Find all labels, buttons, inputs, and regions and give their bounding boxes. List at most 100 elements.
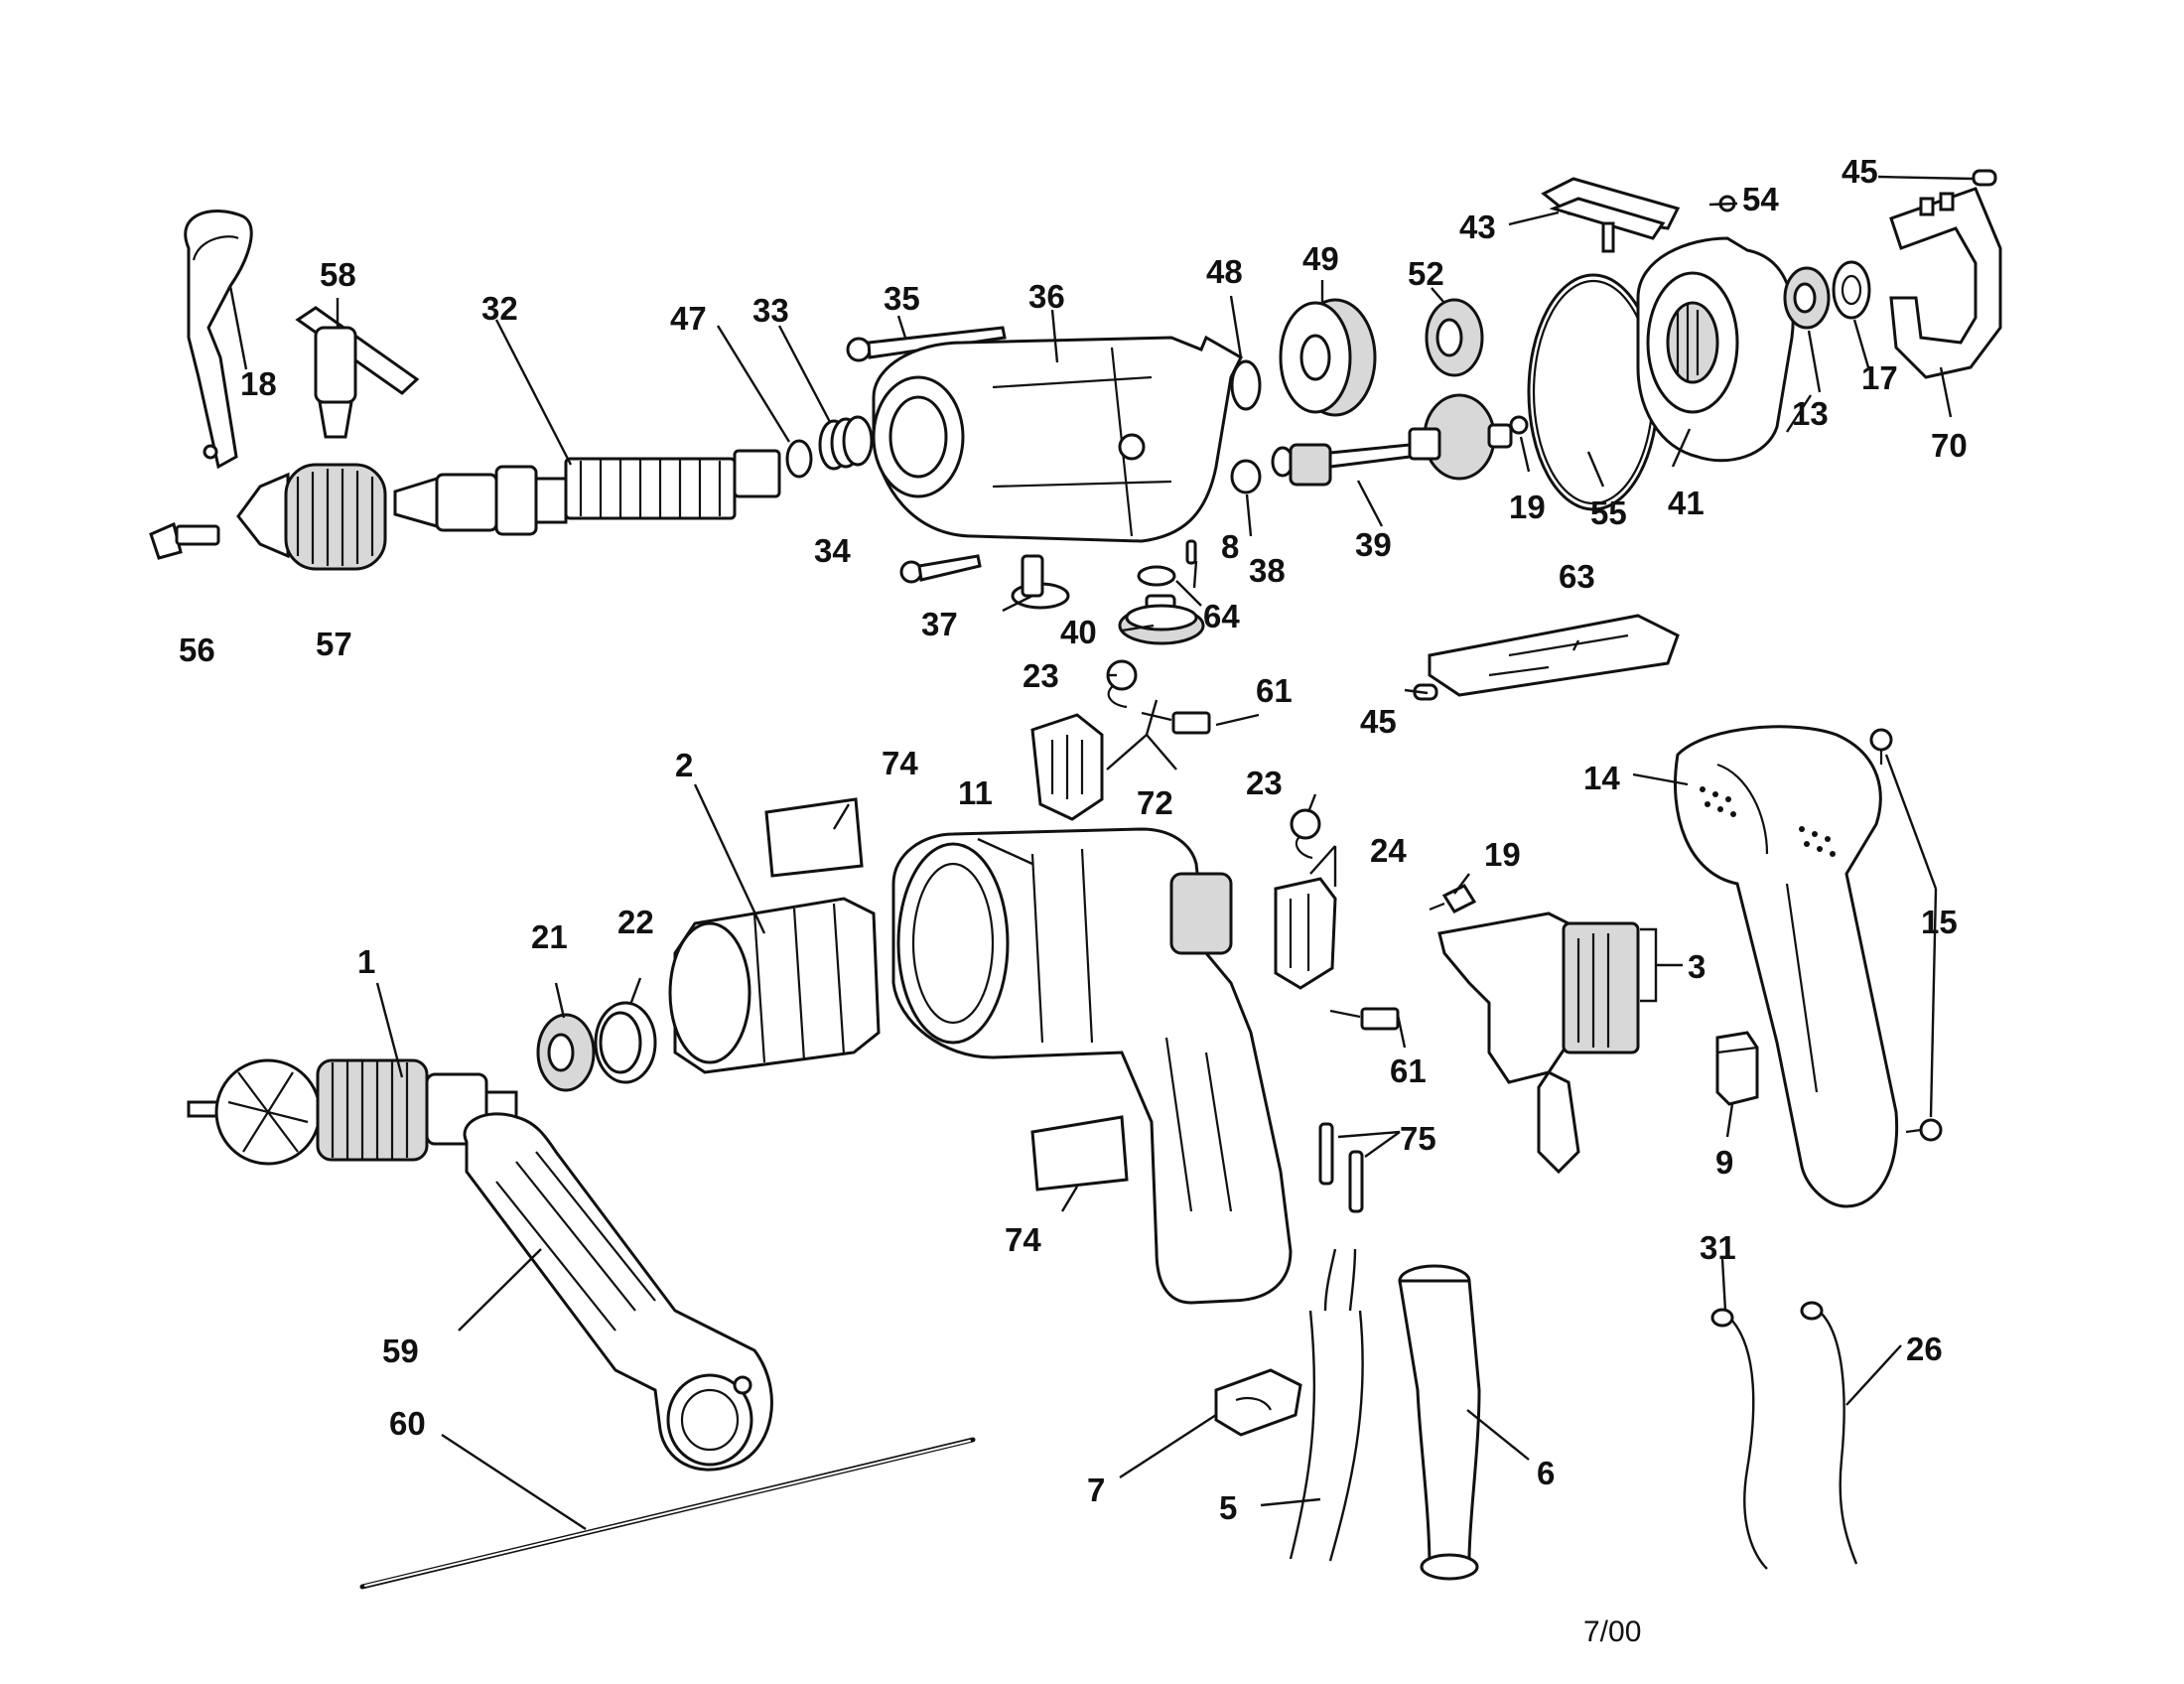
part-74-insulator (1030, 1115, 1129, 1192)
part-43-clip (1541, 177, 1681, 253)
label-26: 26 (1906, 1331, 1943, 1367)
label-45-middle: 45 (1360, 703, 1397, 740)
label-1: 1 (357, 943, 375, 980)
part-3-switch (1437, 912, 1640, 1175)
label-47: 47 (670, 300, 707, 337)
part-64-bracket (1889, 187, 2002, 379)
part-60-depth-rod-inner (364, 1440, 971, 1587)
part-39-intermediate-shaft (1271, 393, 1513, 487)
part-13-bearing (1783, 266, 1831, 330)
part-35-screw (846, 326, 1007, 362)
part-61-brush-lower (1329, 1007, 1400, 1031)
part-2-field (668, 897, 881, 1074)
part-52-bearing (1425, 298, 1484, 377)
label-2: 2 (675, 747, 693, 783)
part-73-insulator (764, 797, 864, 878)
label-73: 74 (882, 745, 918, 781)
label-61-lower: 61 (1390, 1052, 1427, 1089)
label-64: 70 (1931, 427, 1968, 464)
label-75: 75 (1400, 1120, 1436, 1157)
label-59: 59 (382, 1333, 419, 1369)
label-5: 5 (1219, 1489, 1237, 1526)
part-5-cord (1289, 1248, 1364, 1562)
part-17-washer-hole (1841, 274, 1862, 306)
part-33-spring (818, 415, 874, 471)
label-43: 43 (1459, 209, 1496, 245)
label-34: 34 (814, 532, 851, 569)
part-38-washer (1230, 459, 1262, 494)
part-45-brush-top (1972, 169, 1997, 187)
part-75-terminals (1318, 1122, 1364, 1213)
part-8-pin (1185, 539, 1197, 565)
part-23-brush-spring-upper (1106, 659, 1138, 709)
label-9: 9 (1715, 1144, 1733, 1181)
part-7-cord-clamp (1214, 1368, 1302, 1437)
label-37: 37 (921, 606, 958, 642)
label-57: 57 (316, 626, 352, 662)
date-code: 7/00 (1583, 1615, 1641, 1648)
label-49: 49 (1302, 240, 1339, 277)
part-21-bearing (536, 1013, 596, 1092)
label-31: 31 (1700, 1229, 1736, 1266)
label-74: 74 (1005, 1221, 1041, 1258)
label-63: 63 (1559, 558, 1595, 595)
part-23-brush-spring-lower (1290, 808, 1321, 860)
label-45-top: 45 (1842, 153, 1878, 190)
label-13: 13 (1792, 395, 1829, 432)
label-24: 24 (1370, 832, 1407, 869)
leader-lines (228, 175, 1975, 1531)
part-22-bearing-cup (594, 1001, 657, 1084)
label-21: 21 (531, 918, 568, 955)
part-18-ball (1509, 415, 1529, 435)
part-70-brush-holder (1030, 713, 1104, 821)
label-41: 41 (1668, 485, 1705, 521)
part-16-cord-clamp (184, 210, 253, 470)
label-72: 64 (1203, 598, 1240, 634)
part-40-cam (1118, 594, 1205, 645)
label-17: 17 (1861, 359, 1898, 396)
part-14-handle-cover (1674, 725, 1899, 1208)
part-6-cord-protector (1398, 1264, 1481, 1581)
part-72-washer (1137, 565, 1176, 587)
label-32: 32 (481, 290, 518, 327)
part-56-screw (149, 521, 220, 560)
label-16: 18 (240, 365, 277, 402)
part-47-ring (785, 439, 813, 479)
label-61-upper: 61 (1256, 672, 1293, 709)
label-70: 72 (1137, 784, 1173, 821)
part-37-selector-knob (1011, 554, 1070, 610)
label-23-upper: 23 (1023, 657, 1059, 694)
part-61-brush-upper (1141, 711, 1211, 735)
label-36: 36 (1028, 278, 1065, 315)
part-48-washer (1230, 359, 1262, 411)
part-63-brush-plate (1428, 614, 1680, 697)
label-35: 35 (884, 280, 920, 317)
part-36-gear-housing (872, 335, 1243, 543)
part-9-capacitor (1715, 1031, 1759, 1106)
part-labels: 18 58 32 47 33 35 36 48 49 52 43 54 45 5… (179, 153, 1968, 1526)
part-11-motor-housing (891, 827, 1293, 1305)
label-22: 22 (617, 904, 654, 940)
part-41-gear-case (1636, 236, 1795, 463)
part-34-screw (899, 554, 982, 584)
label-7: 7 (1087, 1472, 1105, 1508)
label-60: 60 (389, 1405, 426, 1442)
label-40: 40 (1060, 614, 1097, 650)
part-19-screw (1429, 884, 1477, 913)
label-54: 54 (1742, 181, 1779, 217)
label-23-lower: 23 (1246, 765, 1283, 801)
label-38: 38 (1249, 552, 1286, 589)
label-6: 6 (1537, 1455, 1555, 1491)
part-59-side-handle (463, 1112, 773, 1472)
label-11: 11 (958, 774, 993, 811)
label-19: 19 (1484, 836, 1521, 873)
label-33: 33 (752, 292, 789, 329)
label-14: 14 (1583, 760, 1620, 796)
part-49-gear (1279, 298, 1377, 417)
label-58: 58 (320, 256, 356, 293)
label-15: 15 (1921, 904, 1958, 940)
part-32-spindle (393, 449, 781, 536)
label-8: 8 (1221, 528, 1239, 565)
part-15-screws (1869, 728, 1943, 1142)
